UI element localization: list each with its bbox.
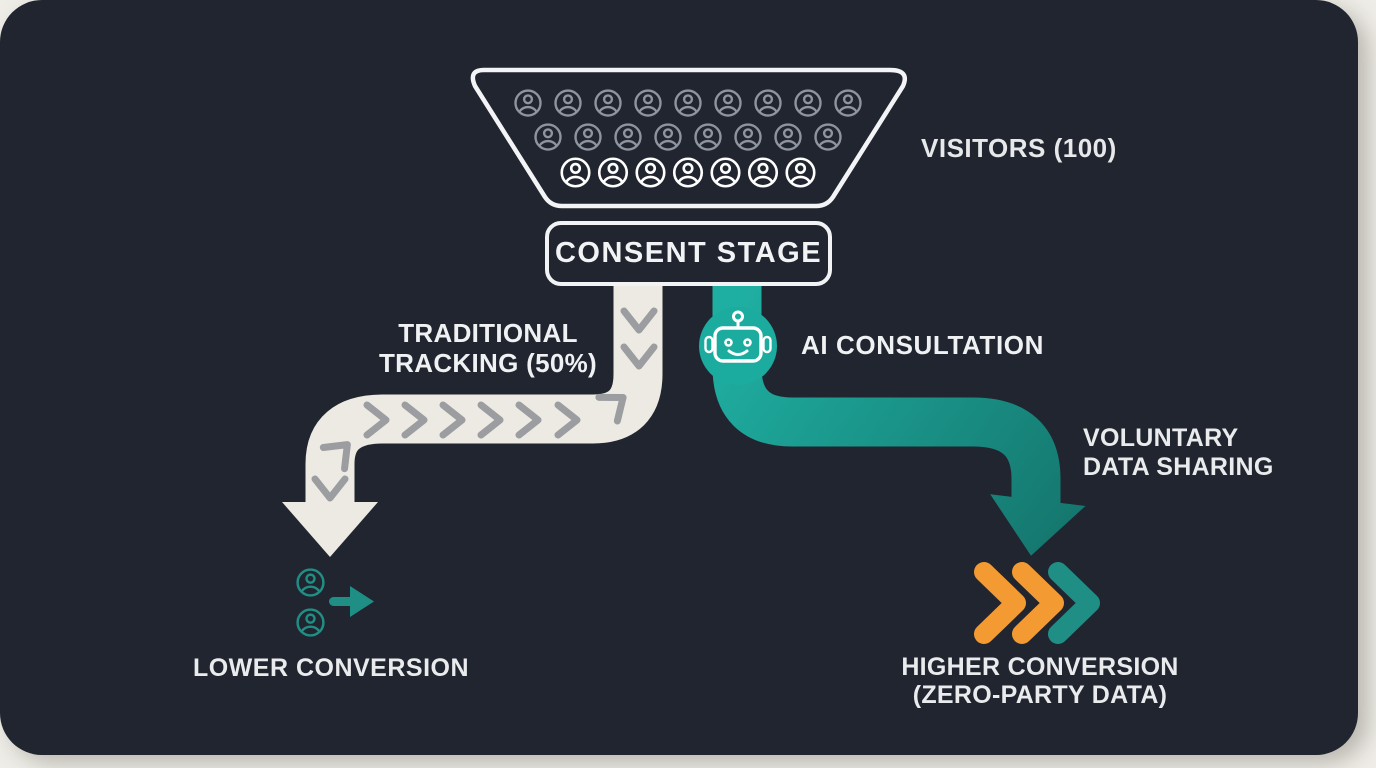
person-circle-icon [694, 123, 722, 151]
voluntary-line1: VOLUNTARY [1083, 424, 1239, 452]
consent-stage-label: CONSENT STAGE [554, 237, 823, 269]
person-circle-icon [710, 157, 741, 188]
consent-stage-box: CONSENT STAGE [545, 221, 832, 286]
visitors-label: VISITORS (100) [921, 133, 1117, 163]
person-circle-icon [674, 89, 702, 117]
person-circle-icon [654, 123, 682, 151]
arrow-right-icon [329, 586, 374, 617]
triple-chevron-icon [984, 572, 1090, 634]
person-circle-icon [597, 157, 629, 188]
person-circle-icon [774, 123, 802, 151]
person-circle-icon [794, 89, 822, 117]
person-circle-icon [754, 89, 782, 117]
person-circle-icon [734, 123, 762, 151]
traditional-tracking-line1: TRADITIONAL [398, 318, 578, 348]
down-arrowhead [282, 502, 378, 557]
traditional-tracking-line2: TRACKING (50%) [379, 348, 597, 378]
lower-conversion-label: LOWER CONVERSION [192, 654, 470, 682]
ai-consultation-label: AI CONSULTATION [801, 330, 1044, 360]
traditional-tracking-label: TRADITIONAL TRACKING (50%) [338, 318, 638, 378]
person-circle-icon [814, 123, 842, 151]
voluntary-line2: DATA SHARING [1083, 453, 1274, 481]
person-circle-icon [635, 157, 666, 188]
person-circle-icon [554, 89, 582, 117]
funnel-outline [470, 67, 908, 209]
background-panel [0, 0, 1358, 755]
person-circle-icon [296, 608, 325, 637]
higher-conversion-line1: HIGHER CONVERSION [901, 653, 1179, 681]
down-arrowhead [990, 494, 1086, 556]
robot-badge-circle [699, 307, 777, 385]
person-circle-icon [560, 157, 591, 188]
person-circle-icon [634, 89, 662, 117]
voluntary-data-sharing-label: VOLUNTARY DATA SHARING [1083, 424, 1274, 482]
person-circle-icon [672, 157, 704, 188]
person-circle-icon [714, 89, 742, 117]
person-circle-icon [834, 89, 862, 117]
person-circle-icon [747, 157, 779, 188]
person-pair-with-right-arrow-icon [296, 568, 325, 637]
traditional-tracking-path [282, 283, 663, 557]
person-circle-icon [514, 89, 542, 117]
person-circle-icon [574, 123, 602, 151]
person-circle-icon [594, 89, 622, 117]
person-circle-icon [534, 123, 562, 151]
higher-conversion-line2: (ZERO-PARTY DATA) [912, 681, 1168, 709]
higher-conversion-label: HIGHER CONVERSION (ZERO-PARTY DATA) [898, 653, 1182, 709]
person-circle-icon [614, 123, 642, 151]
ai-consultation-path [699, 283, 1086, 556]
robot-icon [704, 310, 772, 363]
person-circle-icon [785, 157, 816, 188]
visitor-icons [514, 89, 862, 188]
person-circle-icon [296, 568, 325, 597]
